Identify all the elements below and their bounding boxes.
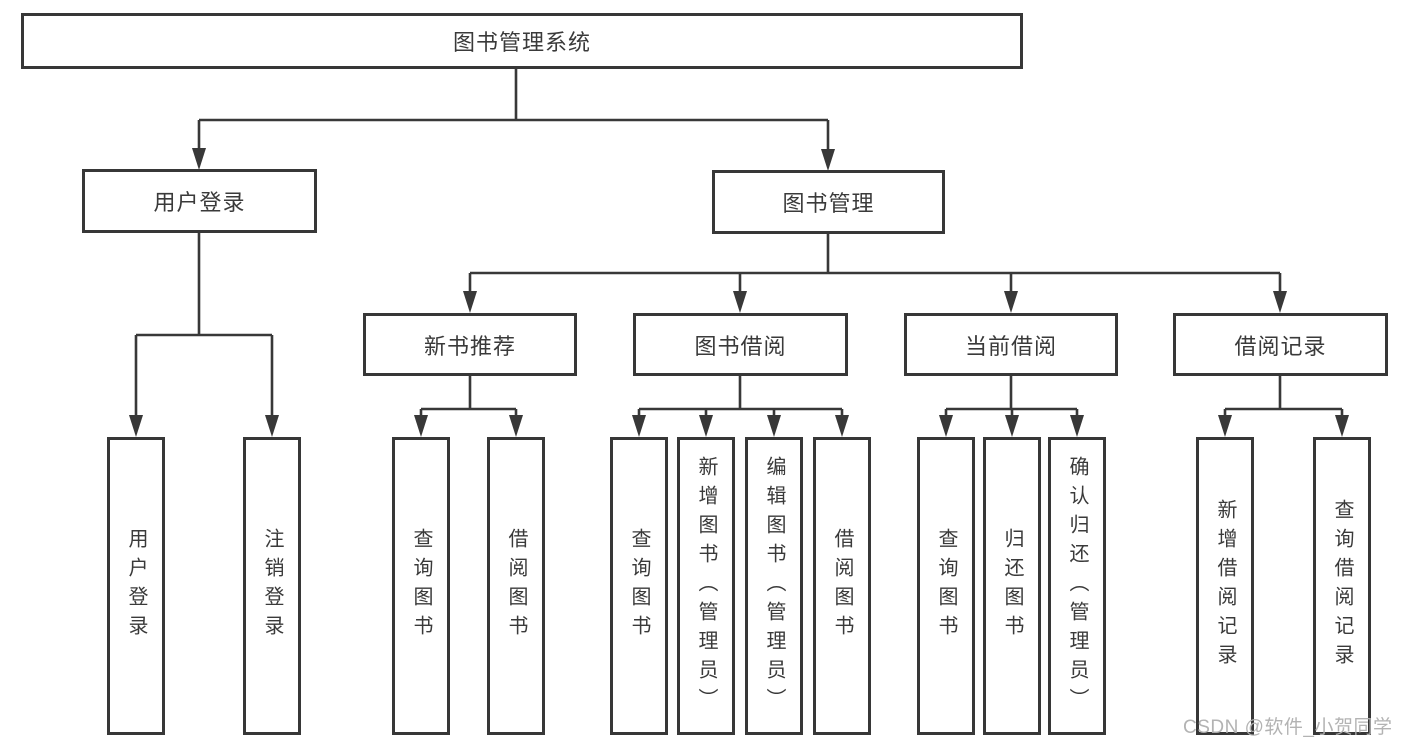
node-leaf-user-login: 用户登录 [107, 437, 165, 735]
node-leaf-return-books: 归还图书 [983, 437, 1041, 735]
node-leaf-query-books-borrow: 查询图书 [610, 437, 668, 735]
node-leaf-add-books-admin: 新增图书（管理员） [677, 437, 735, 735]
node-book-borrow: 图书借阅 [633, 313, 848, 376]
node-leaf-logout: 注销登录 [243, 437, 301, 735]
node-leaf-borrow-books-recommend: 借阅图书 [487, 437, 545, 735]
node-leaf-add-borrow-record: 新增借阅记录 [1196, 437, 1254, 735]
node-user-login-group: 用户登录 [82, 169, 317, 233]
arrowheads [129, 148, 1349, 437]
node-leaf-edit-books-admin: 编辑图书（管理员） [745, 437, 803, 735]
node-leaf-borrow-books: 借阅图书 [813, 437, 871, 735]
node-root-system: 图书管理系统 [21, 13, 1023, 69]
node-leaf-query-books-recommend: 查询图书 [392, 437, 450, 735]
csdn-watermark: CSDN @软件_小贺同学 [1183, 717, 1393, 738]
node-leaf-query-borrow-record: 查询借阅记录 [1313, 437, 1371, 735]
node-borrow-record: 借阅记录 [1173, 313, 1388, 376]
node-leaf-confirm-return-admin: 确认归还（管理员） [1048, 437, 1106, 735]
node-book-management: 图书管理 [712, 170, 945, 234]
node-leaf-query-books-current: 查询图书 [917, 437, 975, 735]
node-current-borrow: 当前借阅 [904, 313, 1118, 376]
node-new-book-recommend: 新书推荐 [363, 313, 577, 376]
